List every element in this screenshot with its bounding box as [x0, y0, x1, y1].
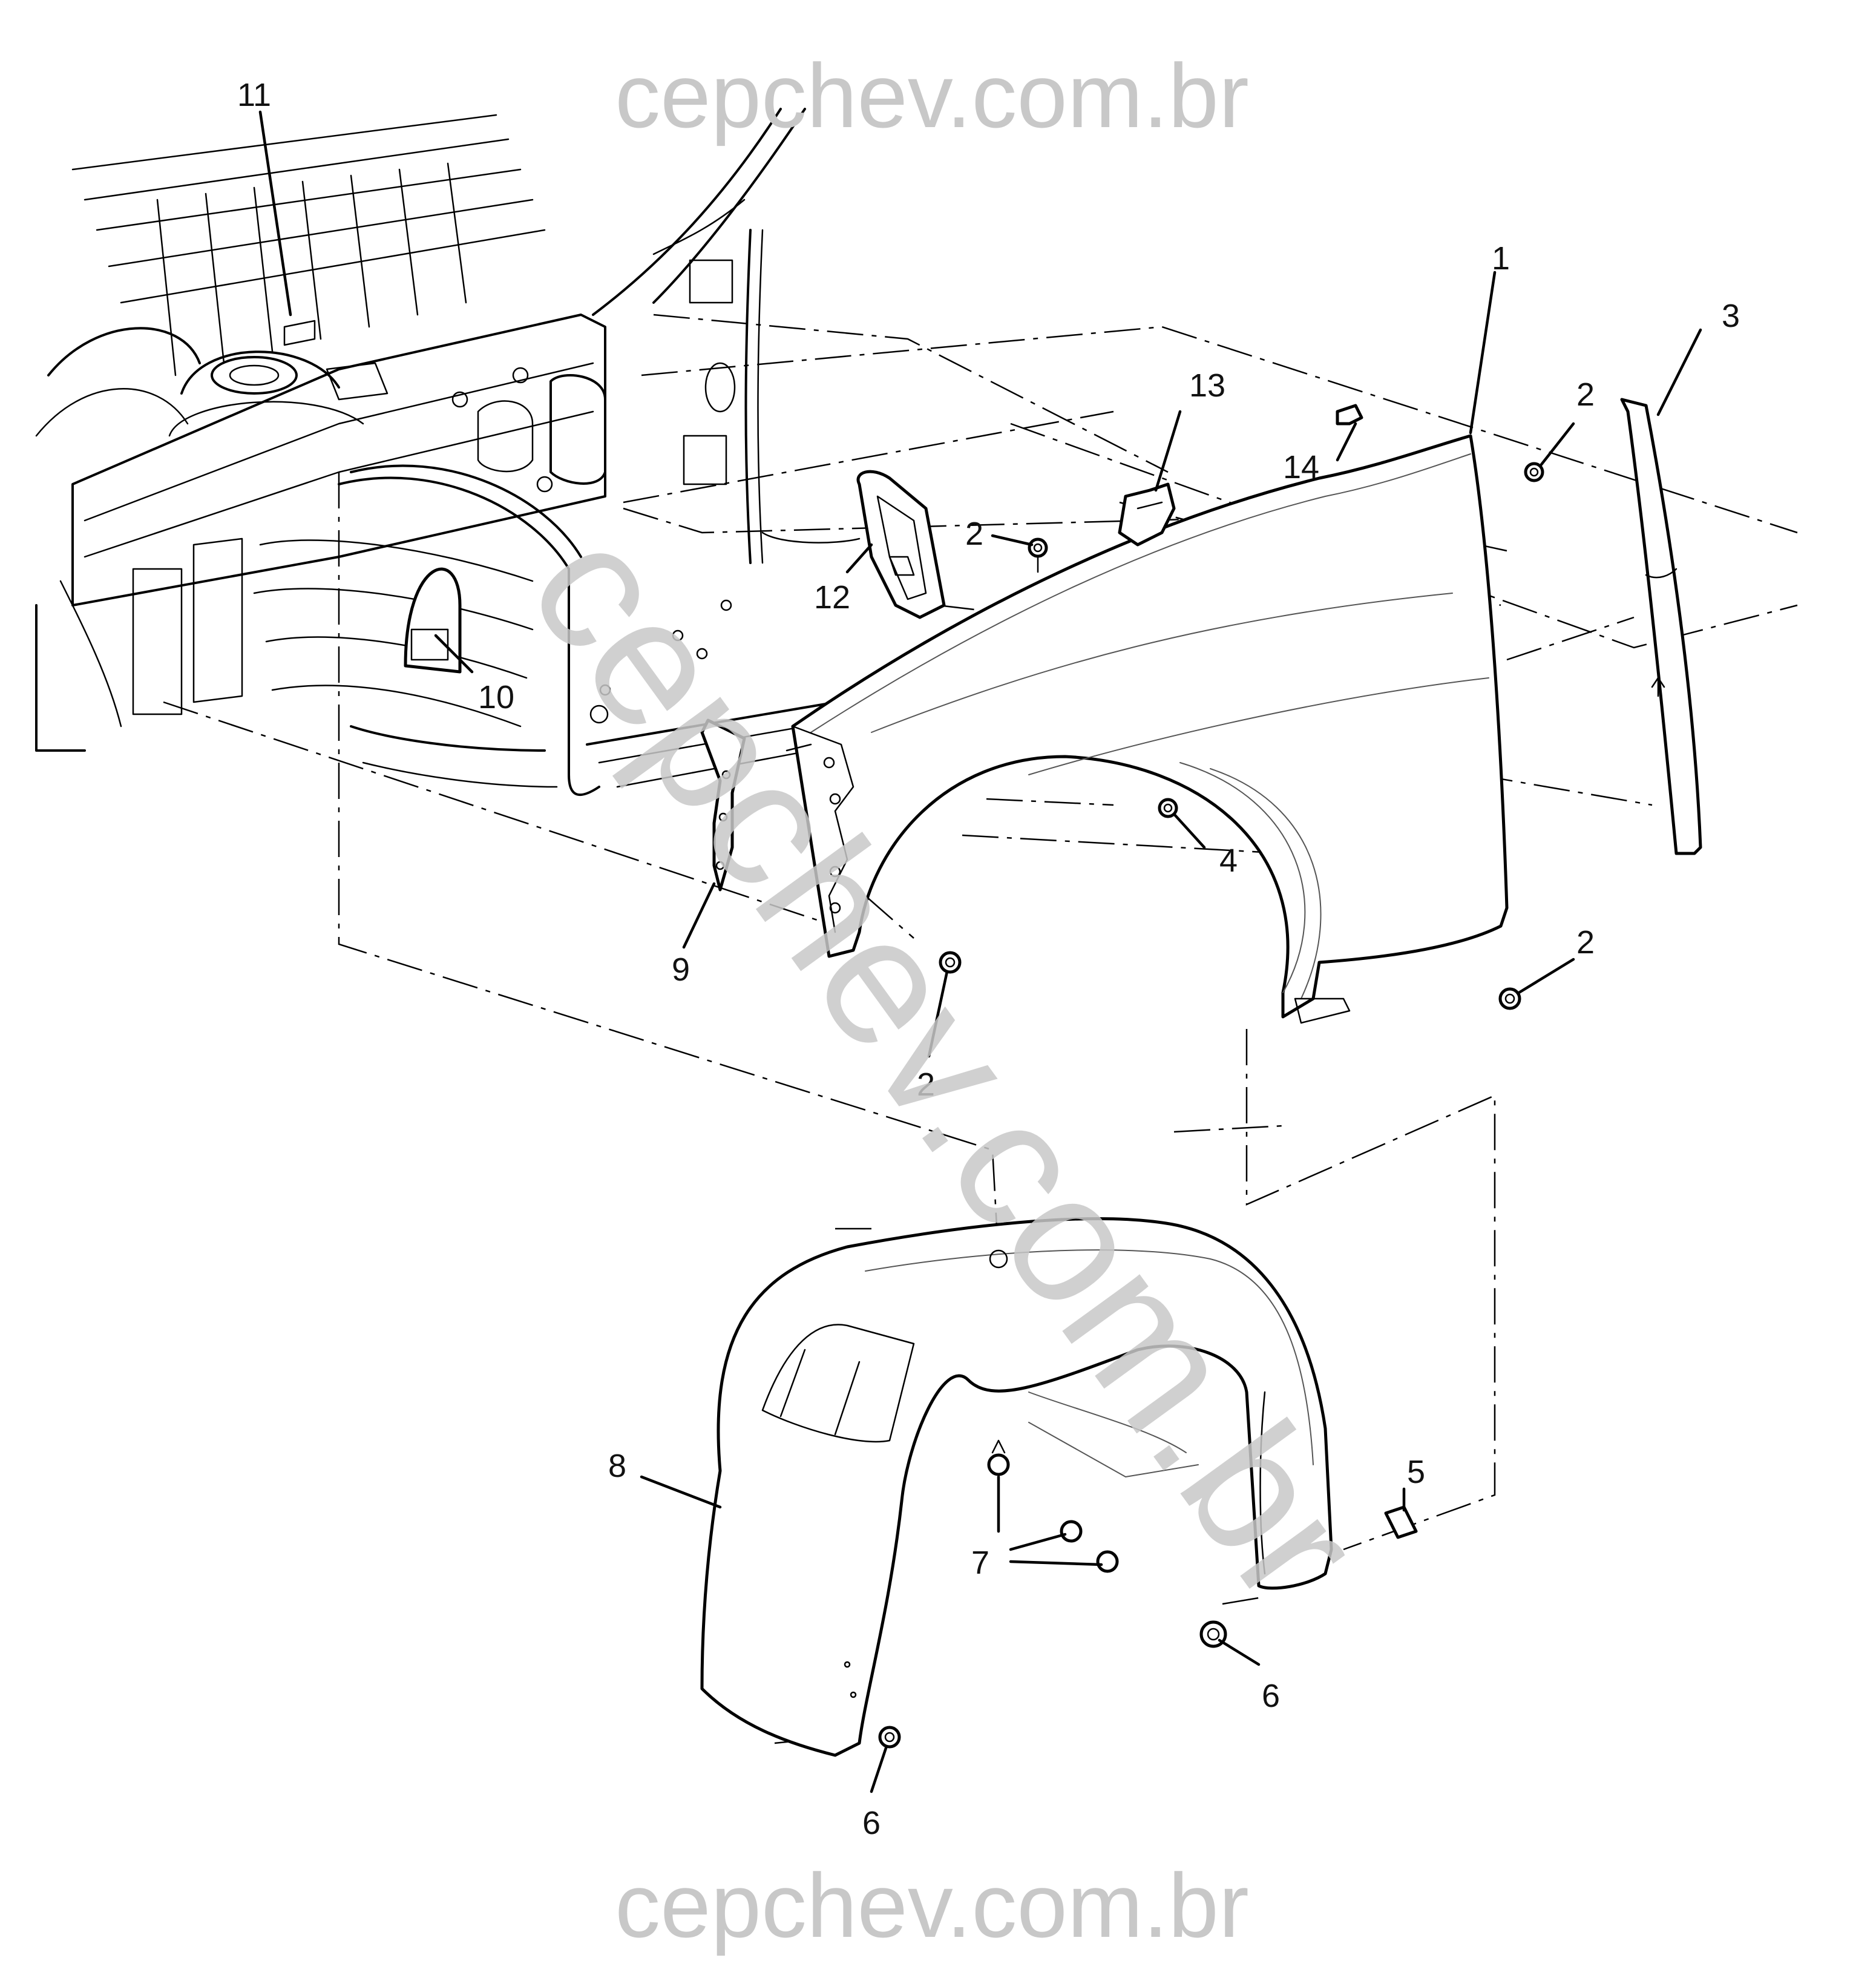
fender-insulator [1620, 398, 1702, 855]
callout-2-lower-right: 2 [1576, 924, 1595, 961]
callout-14: 14 [1283, 449, 1319, 485]
callout-9: 9 [672, 951, 690, 988]
watermark-bottom: cepchev.com.br [615, 1855, 1249, 1956]
callout-10: 10 [478, 679, 514, 715]
callout-1: 1 [1492, 240, 1510, 277]
wheelhouse-liner [700, 1217, 1333, 1757]
bolt-2-lower-right [1498, 987, 1521, 1010]
bolt-2-top-right [1524, 462, 1544, 482]
screw-6-lower [878, 1726, 901, 1749]
callout-12: 12 [814, 579, 850, 616]
liner-clip-nut [1384, 1505, 1418, 1539]
callout-6-right: 6 [1262, 1678, 1280, 1714]
callout-7: 7 [971, 1545, 989, 1581]
watermark-top: cepchev.com.br [615, 45, 1249, 146]
callout-13: 13 [1189, 367, 1225, 404]
callout-11: 11 [237, 77, 271, 113]
fender-seal [700, 718, 746, 892]
bolt-2-top-center [1028, 537, 1048, 573]
push-retainer-7c [1096, 1550, 1119, 1573]
fender-nut [1336, 404, 1363, 426]
callout-3: 3 [1722, 298, 1740, 334]
fender-guide-block [856, 470, 946, 619]
callout-5: 5 [1407, 1454, 1425, 1490]
bolt-2-lower-left [939, 951, 962, 974]
callout-2-lower-left: 2 [917, 1066, 935, 1103]
push-retainer-7a [987, 1439, 1010, 1476]
nut-4 [1158, 798, 1178, 818]
callout-2-top-right: 2 [1576, 376, 1595, 413]
push-retainer-7b [1060, 1520, 1083, 1543]
callout-2-top-center: 2 [965, 516, 983, 552]
leader-lines [258, 110, 1702, 1793]
callout-8: 8 [608, 1448, 626, 1484]
callout-4: 4 [1219, 843, 1238, 879]
watermarks: cepchev.com.br cepchev.com.br cepchev.co… [491, 45, 1402, 1956]
fender-panel [785, 434, 1509, 1024]
callout-labels: 1 2 3 2 2 2 4 5 6 6 7 8 9 10 11 12 13 14 [237, 77, 1740, 1841]
callout-6-lower: 6 [862, 1805, 881, 1841]
fender-bracket [1118, 482, 1176, 547]
